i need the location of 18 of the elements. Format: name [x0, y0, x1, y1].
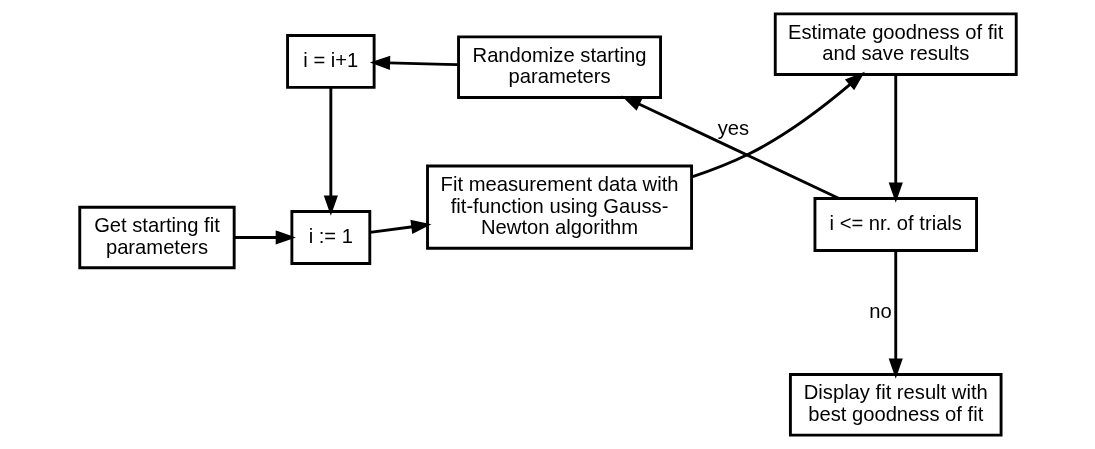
arrow	[369, 55, 458, 70]
arrow	[691, 71, 865, 179]
arrow	[888, 74, 903, 203]
edge-label: no	[868, 299, 892, 322]
node-box: Fit measurement data with fit-function using Gauss-Newton algorithm	[425, 164, 693, 250]
arrow	[888, 250, 903, 379]
node-box: i = i+1	[285, 34, 376, 89]
arrow	[369, 219, 431, 234]
node-box: i <= nr. of trials	[813, 197, 978, 252]
arrow	[620, 95, 840, 200]
node-box: Estimate goodness of fit and save results	[773, 12, 1018, 76]
arrow	[323, 87, 338, 216]
node-box: Get starting fit parameters	[77, 205, 236, 270]
node-box: Display fit result with best goodness of fit	[788, 373, 1003, 437]
arrow	[233, 230, 296, 245]
node-box: Randomize starting parameters	[456, 35, 662, 99]
edge-label: yes	[717, 117, 749, 140]
node-box: i := 1	[289, 210, 371, 265]
